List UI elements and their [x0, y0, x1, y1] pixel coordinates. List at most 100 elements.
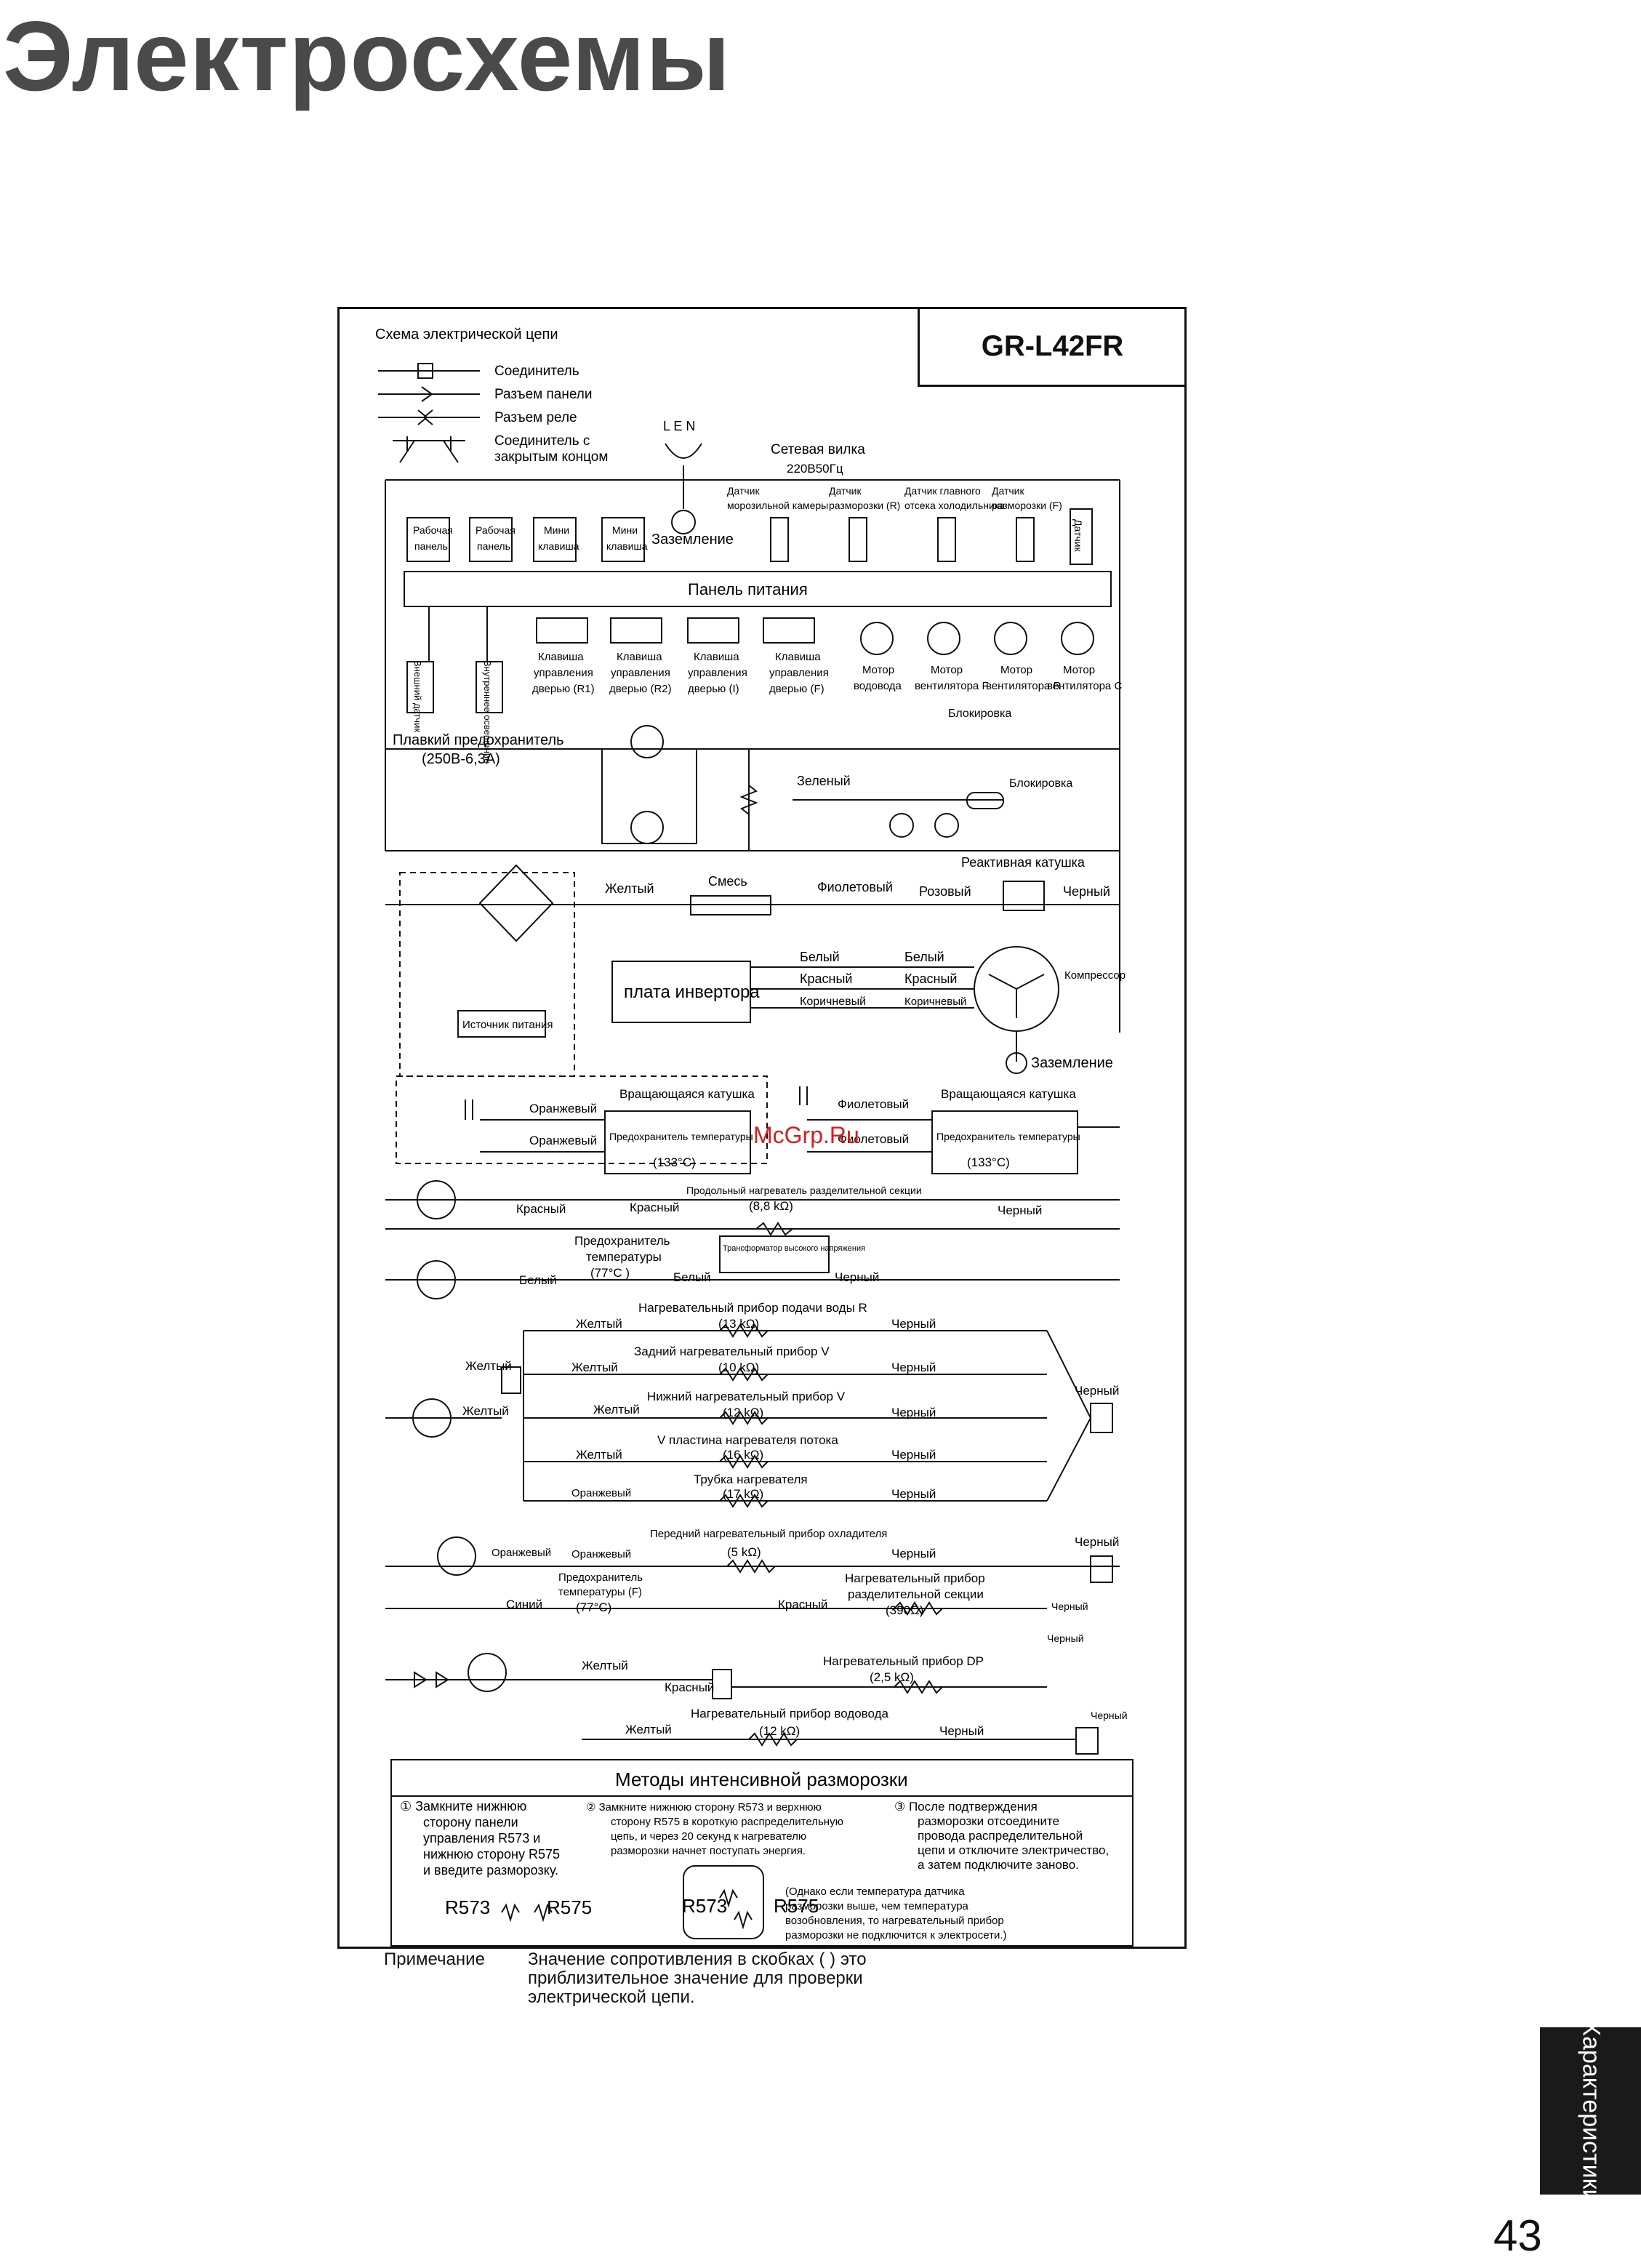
- footer-note-line-2: приблизительное значение для проверки: [528, 1968, 863, 1988]
- step3-3: провода распределительной: [918, 1829, 1083, 1843]
- switch-f-b: управления: [769, 667, 829, 679]
- black-h2: Черный: [835, 1270, 879, 1284]
- blocking-label: Блокировка: [948, 708, 1011, 720]
- pink-label: Розовый: [919, 884, 971, 899]
- back-heater: Задний нагревательный прибор V: [634, 1345, 830, 1358]
- rot-coil-1: Вращающаяся катушка: [619, 1087, 755, 1101]
- r573-2: R573: [682, 1895, 727, 1917]
- temp-fuse-1: Предохранитель: [574, 1234, 670, 1248]
- orange-1: Оранжевый: [529, 1102, 597, 1115]
- switch-i-b: управления: [688, 667, 747, 679]
- switch-r1-c: дверью (R1): [532, 683, 595, 695]
- black-h10: Черный: [1075, 1535, 1119, 1549]
- footer-note-label: Примечание: [384, 1950, 485, 1969]
- legend-relay-connector: Разъем реле: [494, 410, 577, 425]
- switch-r2-b: управления: [611, 667, 670, 679]
- fuse-label: Плавкий предохранитель: [393, 732, 564, 748]
- separator-heater: Продольный нагреватель разделительной се…: [686, 1185, 922, 1196]
- r573-1: R573: [445, 1896, 490, 1918]
- yellow-h4: Желтый: [462, 1404, 509, 1418]
- switch-f-a: Клавиша: [775, 651, 821, 663]
- temp-fuse-f-1: Предохранитель: [558, 1571, 643, 1584]
- sensor-extra: Датчик: [1072, 519, 1084, 552]
- legend-panel-connector: Разъем панели: [494, 387, 592, 402]
- sep-heater2-1: Нагревательный прибор: [845, 1571, 985, 1585]
- page-number: 43: [1493, 2211, 1542, 2260]
- len-label: L E N: [663, 419, 695, 433]
- step2-4: разморозки начнет поступать энергия.: [611, 1845, 806, 1857]
- orange-h1: Оранжевый: [571, 1487, 631, 1499]
- yellow-h2: Желтый: [465, 1359, 512, 1373]
- duct-heater: Нагревательный прибор водовода: [691, 1707, 889, 1720]
- tube-heater: Трубка нагревателя: [694, 1472, 808, 1486]
- motor-1-b: водовода: [854, 680, 902, 692]
- defrost-note-1: (Однако если температура датчика: [785, 1886, 965, 1898]
- legend-closed-connector-1: Соединитель с: [494, 433, 590, 449]
- fuse-rating: (250В-6,3А): [422, 751, 500, 767]
- duct-val: (12 kΩ): [759, 1724, 800, 1738]
- switch-r2-c: дверью (R2): [609, 683, 672, 695]
- water-heater: Нагревательный прибор подачи воды R: [638, 1301, 867, 1315]
- step1-1: ① Замкните нижнюю: [400, 1799, 526, 1814]
- reactive-coil-label: Реактивная катушка: [961, 855, 1086, 870]
- black-h6: Черный: [1075, 1384, 1119, 1398]
- black-h14: Черный: [1091, 1710, 1128, 1721]
- step1-4: нижнюю сторону R575: [423, 1847, 560, 1862]
- step3-4: цепи и отключите электричество,: [918, 1843, 1109, 1857]
- plate-val: (16 kΩ): [723, 1448, 763, 1462]
- violet-label: Фиолетовый: [817, 880, 893, 894]
- motor-1-a: Мотор: [862, 664, 894, 676]
- violet-1: Фиолетовый: [838, 1097, 909, 1111]
- step3-1: ③ После подтверждения: [894, 1800, 1038, 1814]
- yellow-h6: Желтый: [576, 1448, 622, 1462]
- step3-2: разморозки отсоедините: [918, 1814, 1059, 1828]
- defrost-note-2: разморозки выше, чем температура: [785, 1900, 969, 1912]
- temp-fuse-f-2: температуры (F): [558, 1586, 642, 1598]
- sensor-3-a: Датчик главного: [904, 485, 981, 497]
- schematic-frame: [337, 307, 1187, 1949]
- black-h13: Черный: [939, 1724, 984, 1738]
- motor-4-a: Мотор: [1063, 664, 1095, 676]
- black-h4: Черный: [891, 1361, 936, 1374]
- panel-3-a: Мини: [544, 524, 569, 536]
- white-label-1: Белый: [800, 950, 840, 964]
- red-h2: Красный: [630, 1201, 679, 1214]
- hv-transformer: Трансформатор высокого напряжения: [723, 1244, 865, 1253]
- black-label: Черный: [1063, 884, 1110, 899]
- brown-label-2: Коричневый: [904, 995, 966, 1008]
- step3-5: а затем подключите заново.: [918, 1858, 1079, 1872]
- motor-2-a: Мотор: [931, 664, 963, 676]
- footer-note-line-1: Значение сопротивления в скобках ( ) это: [528, 1950, 867, 1969]
- external-sensor: Внешний датчик: [412, 660, 423, 732]
- black-h11: Черный: [1051, 1600, 1088, 1612]
- orange-h2: Оранжевый: [492, 1547, 551, 1559]
- motor-3-a: Мотор: [1000, 664, 1032, 676]
- white-h2: Белый: [673, 1270, 711, 1284]
- motor-3-b: вентилятора R: [986, 680, 1061, 692]
- inverter-label: плата инвертора: [624, 982, 760, 1002]
- panel-2-b: панель: [477, 540, 510, 552]
- section-tab[interactable]: Характеристики: [1540, 2019, 1641, 2203]
- ground-label: Заземление: [651, 532, 734, 548]
- front-val: (5 kΩ): [727, 1545, 761, 1559]
- orange-2: Оранжевый: [529, 1134, 597, 1147]
- ground2-label: Заземление: [1031, 1055, 1113, 1071]
- sensor-4-b: разморозки (F): [992, 500, 1062, 511]
- page-title: Электросхемы: [3, 1, 731, 111]
- panel-4-b: клавиша: [606, 540, 648, 552]
- blocking2-label: Блокировка: [1009, 777, 1072, 790]
- plate-heater: V пластина нагревателя потока: [657, 1433, 838, 1447]
- motor-2-b: вентилятора F: [915, 680, 989, 692]
- power-panel-label: Панель питания: [688, 580, 808, 598]
- fuse-temp-1: Предохранитель температуры: [609, 1131, 753, 1142]
- dp-val: (2,5 kΩ): [870, 1670, 914, 1684]
- white-label-2: Белый: [904, 950, 944, 964]
- switch-r1-b: управления: [534, 667, 593, 679]
- inner-light: Внутреннее освещение: [482, 660, 493, 764]
- section-tab-label: Характеристики: [1577, 2019, 1605, 2203]
- power-source-label: Источник питания: [462, 1019, 553, 1031]
- water-val: (13 kΩ): [718, 1317, 759, 1331]
- step1-3: управления R573 и: [423, 1831, 540, 1846]
- defrost-title: Методы интенсивной разморозки: [615, 1768, 908, 1790]
- plug-label: Сетевая вилка: [771, 442, 865, 457]
